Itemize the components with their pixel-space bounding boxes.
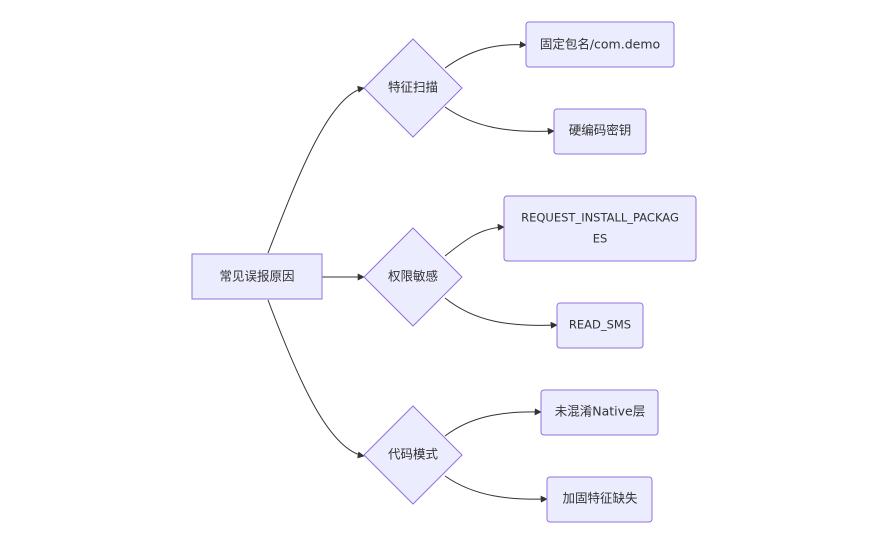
node-fixed-package: 固定包名/com.demo xyxy=(525,21,675,68)
edge-code-pattern-to-native-layer xyxy=(444,408,542,437)
node-packer-missing: 加固特征缺失 xyxy=(546,476,653,523)
edge-root-to-code-pattern xyxy=(267,299,365,459)
node-read-sms-label: READ_SMS xyxy=(569,318,631,332)
node-feature-scan: 特征扫描 xyxy=(363,38,463,138)
node-root-label: 常见误报原因 xyxy=(219,269,294,284)
node-code-pattern: 代码模式 xyxy=(363,405,463,505)
node-code-pattern-label: 代码模式 xyxy=(388,447,439,462)
node-permission-label: 权限敏感 xyxy=(388,269,438,284)
node-native-layer: 未混淆Native层 xyxy=(540,389,659,436)
edge-permission-to-read-sms xyxy=(444,297,558,329)
node-hardcoded-key: 硬编码密钥 xyxy=(553,108,647,155)
node-native-layer-label: 未混淆Native层 xyxy=(555,404,645,419)
edge-permission-to-request-install xyxy=(444,223,505,257)
node-request-install-line2: ES xyxy=(593,232,608,246)
edge-feature-scan-to-hardcoded-key xyxy=(444,106,555,135)
node-feature-scan-label: 特征扫描 xyxy=(388,80,438,95)
edge-root-to-feature-scan xyxy=(267,85,365,254)
node-packer-missing-label: 加固特征缺失 xyxy=(562,491,638,506)
edge-code-pattern-to-packer-missing xyxy=(444,475,548,503)
node-permission: 权限敏感 xyxy=(363,227,463,327)
edge-feature-scan-to-fixed-package xyxy=(444,41,527,69)
node-request-install: REQUEST_INSTALL_PACKAG ES xyxy=(503,195,697,262)
node-request-install-line1: REQUEST_INSTALL_PACKAG xyxy=(521,211,679,225)
edges xyxy=(267,41,558,503)
node-root: 常见误报原因 xyxy=(191,253,323,300)
node-fixed-package-label: 固定包名/com.demo xyxy=(540,37,660,52)
node-read-sms: READ_SMS xyxy=(556,302,644,349)
node-hardcoded-key-label: 硬编码密钥 xyxy=(569,123,632,138)
